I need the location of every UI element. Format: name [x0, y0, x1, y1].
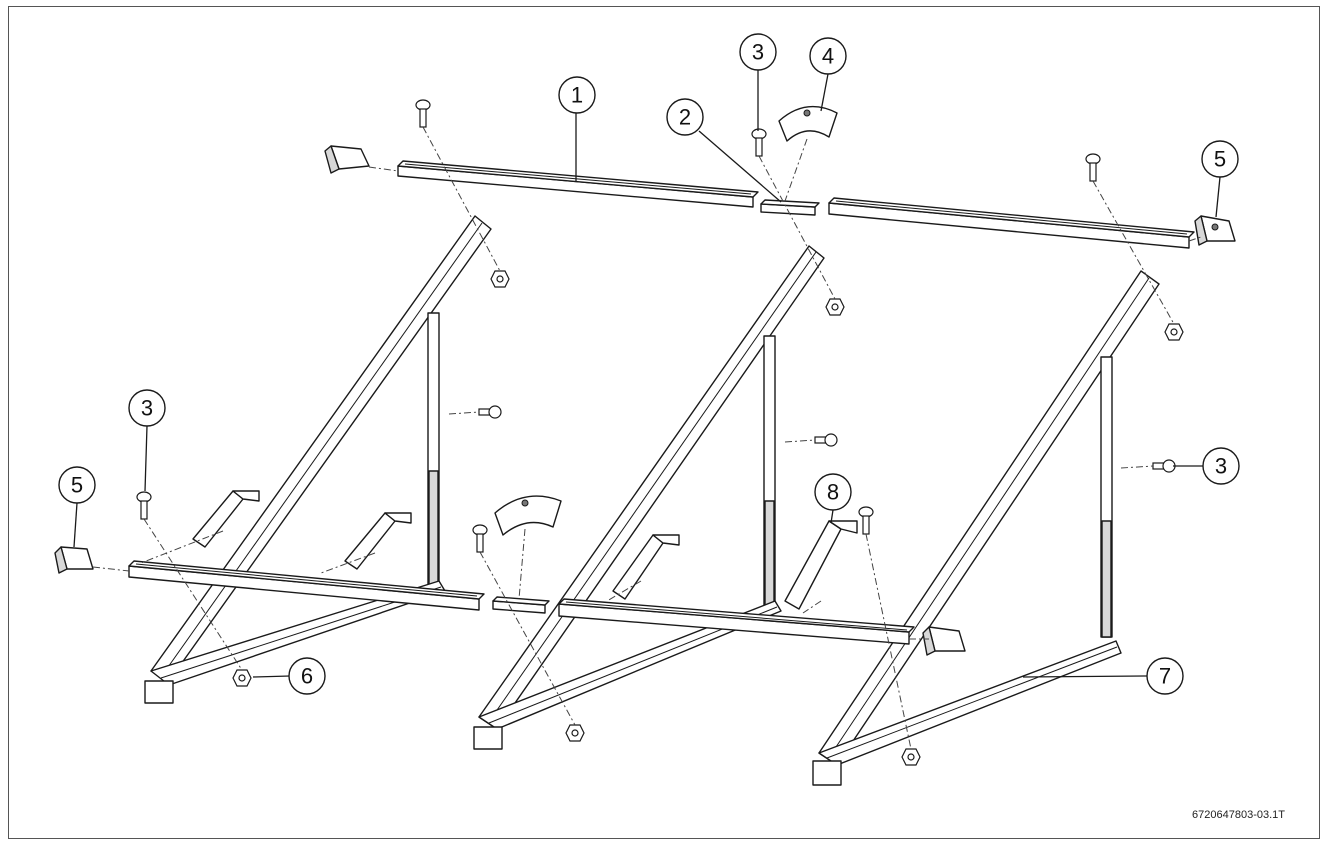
roof-hook [784, 520, 858, 610]
callout-4: 4 [809, 37, 847, 75]
hex-bolt [1152, 459, 1176, 473]
callout-5: 5 [58, 466, 96, 504]
callout-5-label: 5 [71, 473, 83, 498]
hex-bolt [415, 99, 431, 128]
callout-3: 3 [739, 33, 777, 71]
callout-7-label: 7 [1159, 664, 1171, 689]
end-clamp [922, 626, 966, 656]
hex-nut [901, 748, 921, 766]
callout-3: 3 [128, 389, 166, 427]
middle-clamp [778, 105, 838, 142]
callout-6: 6 [288, 657, 326, 695]
front-rail-connector [492, 596, 550, 614]
callout-2-label: 2 [679, 105, 691, 130]
roof-hook [344, 512, 412, 570]
hex-bolt [1085, 153, 1101, 182]
hex-bolt [478, 405, 502, 419]
end-clamp [54, 546, 94, 574]
exploded-assembly-drawing: 1 2 3 4 5 3 5 3 8 7 6 6720647803-03.1T [54, 33, 1285, 821]
hex-nut [1164, 323, 1184, 341]
callout-4-label: 4 [822, 44, 834, 69]
back-rail-right [828, 197, 1195, 249]
callout-3-label: 3 [141, 396, 153, 421]
callout-7: 7 [1146, 657, 1184, 695]
hex-nut [490, 270, 510, 288]
drawing-frame: 1 2 3 4 5 3 5 3 8 7 6 6720647803-03.1T [8, 6, 1320, 839]
callout-8-label: 8 [827, 480, 839, 505]
callout-3: 3 [1202, 447, 1240, 485]
callout-2: 2 [666, 98, 704, 136]
hex-bolt [814, 433, 838, 447]
hex-bolt [472, 524, 488, 553]
front-rail-right [558, 598, 915, 645]
callout-6-label: 6 [301, 664, 313, 689]
frame-left [144, 215, 492, 704]
roof-hook [612, 534, 680, 600]
end-clamp [1194, 215, 1236, 246]
callout-5-label: 5 [1214, 147, 1226, 172]
callout-1-label: 1 [571, 83, 583, 108]
middle-clamp [494, 495, 562, 536]
back-rail-left [397, 160, 759, 208]
hex-bolt [858, 506, 874, 535]
end-clamp [324, 145, 370, 174]
hex-bolt [751, 128, 767, 157]
rail-connector [760, 199, 820, 216]
hex-nut [232, 669, 252, 687]
hex-nut [825, 298, 845, 316]
assembly-lines [92, 126, 1202, 750]
reference-code: 6720647803-03.1T [1192, 809, 1285, 821]
callout-3-label: 3 [752, 40, 764, 65]
hex-nut [565, 724, 585, 742]
leader-lines [73, 70, 1221, 678]
roof-hook [192, 490, 260, 548]
callout-3-label: 3 [1215, 454, 1227, 479]
front-rail-left [128, 560, 485, 611]
callout-1: 1 [558, 76, 596, 114]
callout-8: 8 [814, 473, 852, 511]
hex-bolt [136, 491, 152, 520]
callout-5: 5 [1201, 140, 1239, 178]
